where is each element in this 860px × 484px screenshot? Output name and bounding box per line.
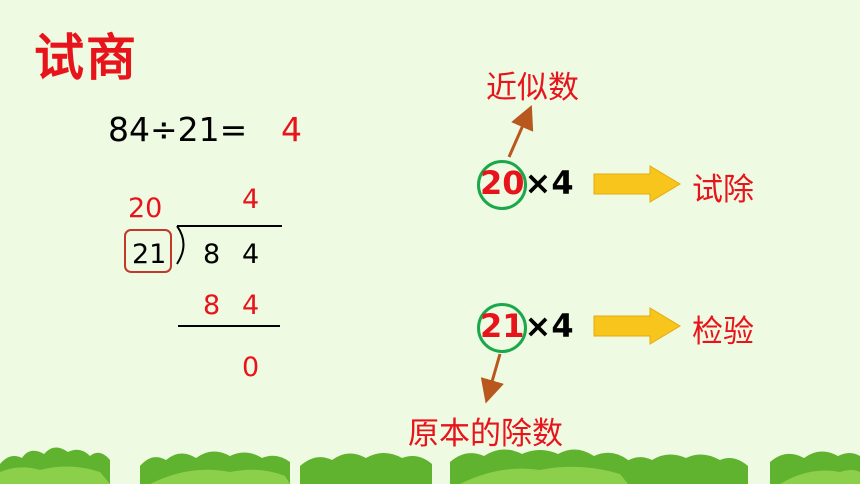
trial-multiplier: ×4 [524, 164, 574, 202]
original-circle [477, 303, 527, 353]
trial-label: 试除 [692, 172, 754, 208]
check-label: 检验 [692, 314, 754, 350]
check-factor: 21 [480, 307, 525, 345]
grass-highlight [0, 466, 860, 484]
grass-strip [0, 447, 860, 484]
trial-factor: 20 [480, 164, 525, 202]
divisor: 21 [132, 239, 167, 270]
product-digit-ones: 4 [242, 290, 260, 321]
approx-divisor: 20 [128, 193, 163, 224]
product-digit-tens: 8 [203, 290, 221, 321]
approx-circle [477, 160, 527, 210]
remainder: 0 [242, 352, 260, 383]
divisor-highlight-box [124, 229, 172, 273]
trial-arrow [593, 165, 681, 203]
original-divisor-label: 原本的除数 [408, 416, 563, 452]
trial-product: 20×4 [480, 164, 574, 202]
equation-expression: 84÷21= [108, 110, 248, 149]
division-bracket [176, 225, 282, 265]
check-multiplier: ×4 [524, 307, 574, 345]
pointer-to-approx [507, 105, 534, 158]
dividend-digit-ones: 4 [242, 239, 260, 270]
slide-title: 试商 [34, 28, 138, 87]
pointer-to-original [480, 353, 504, 404]
check-arrow [593, 307, 681, 345]
equation-answer: 4 [281, 110, 302, 149]
check-product: 21×4 [480, 307, 574, 345]
dividend-digit-tens: 8 [203, 239, 221, 270]
approx-number-label: 近似数 [486, 70, 579, 106]
quotient-digit: 4 [242, 184, 260, 215]
